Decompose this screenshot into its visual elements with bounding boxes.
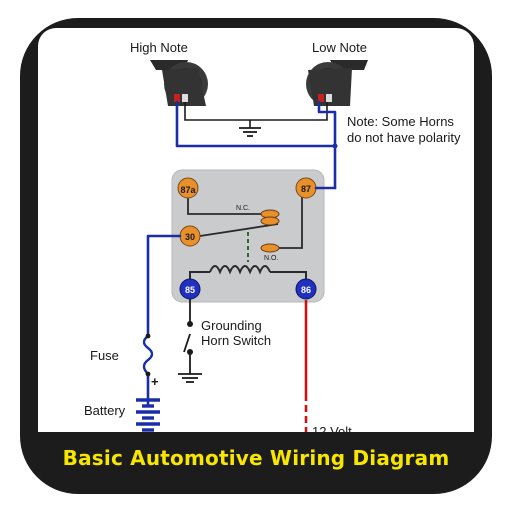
nc-contact	[260, 209, 280, 226]
pin-87-label: 87	[300, 184, 311, 194]
fuse-symbol	[142, 335, 154, 375]
battery-label: Battery	[84, 403, 126, 418]
horn-switch	[183, 299, 191, 374]
pin-87a	[177, 177, 199, 199]
nc-label: N.C.	[236, 205, 250, 212]
high-note-horn	[150, 60, 208, 106]
junction-dot	[332, 143, 338, 149]
note-line2: do not have polarity	[347, 130, 461, 145]
low-note-horn	[306, 60, 368, 106]
banner-title: Basic Automotive Wiring Diagram	[62, 446, 450, 470]
pin-85-label: 85	[184, 285, 195, 295]
battery-symbol	[136, 398, 160, 432]
grounding-line1: Grounding	[201, 318, 262, 333]
ground-symbol-switch	[178, 373, 202, 383]
low-note-label: Low Note	[312, 40, 367, 55]
pin-86-label: 86	[300, 285, 311, 295]
horn-positive-wires	[175, 100, 337, 190]
pin-30-label: 30	[184, 232, 195, 242]
switch-contact-top	[187, 321, 193, 327]
fuse-terminal-top	[145, 333, 151, 339]
switch-contact-bottom	[187, 349, 193, 355]
volt-label: 12 Volt	[312, 424, 352, 432]
ground-symbol-horns	[239, 127, 261, 137]
pin-86	[295, 278, 317, 300]
wiring-diagram	[136, 60, 368, 432]
high-note-label: High Note	[130, 40, 188, 55]
pin-87a-label: 87a	[180, 185, 196, 195]
diagram-canvas: High Note Low Note Note: Some Horns do n…	[38, 28, 474, 432]
grounding-line2: Horn Switch	[201, 333, 272, 348]
no-contact	[260, 243, 280, 253]
no-label: N.O.	[264, 255, 279, 262]
battery-plus-label: +	[151, 374, 159, 389]
title-banner: Basic Automotive Wiring Diagram	[38, 432, 474, 492]
fuse-terminal-bottom	[145, 371, 151, 377]
fuse-label: Fuse	[90, 348, 119, 363]
horn-ground-wires	[184, 102, 328, 128]
note-line1: Note: Some Horns	[347, 114, 454, 129]
